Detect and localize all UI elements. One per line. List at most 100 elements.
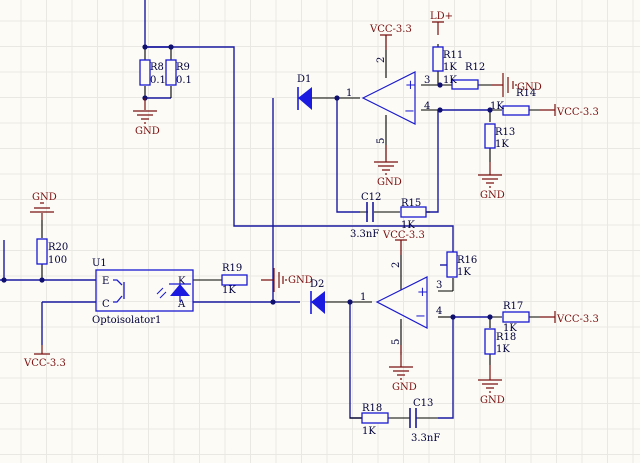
resistor-r8[interactable]: R8 0.1 <box>139 59 166 86</box>
u1-pin-e: E <box>102 276 109 287</box>
vcc-symbol-r17: VCC-3.3 <box>540 311 599 325</box>
opamp-top-pin2: 2 <box>376 57 387 63</box>
vcc-symbol-r14: VCC-3.3 <box>540 104 599 118</box>
r18a-ref: R18 <box>496 332 516 343</box>
power-symbols: GND GND VCC-3.3 VCC-3.3 GND LD+ <box>23 11 599 406</box>
led-icon <box>170 284 190 296</box>
r12-value: 1K <box>443 75 457 86</box>
resistor-r17[interactable]: R17 1K <box>502 301 530 334</box>
resistor-r18-gnd[interactable]: R18 1K <box>484 328 516 355</box>
r11-ref: R11 <box>443 50 463 61</box>
opamp-bot-pin1: 1 <box>360 292 366 303</box>
vcc-symbol-opamp-top: VCC-3.3 <box>369 24 412 50</box>
gnd-symbol-r18: GND <box>478 365 505 406</box>
opamp-top-pin1: 1 <box>346 88 352 99</box>
u1-pin-a: A <box>177 299 186 310</box>
svg-text:VCC-3.3: VCC-3.3 <box>556 314 599 325</box>
gnd-symbol-r8: GND <box>133 98 160 137</box>
resistor-r13[interactable]: R13 1K <box>484 123 515 150</box>
c12-ref: C12 <box>361 192 381 203</box>
gnd-symbol-r20: GND <box>30 192 57 220</box>
wire-u-top-fb2 <box>425 110 439 213</box>
opamp-bottom[interactable]: + − 1 3 4 2 5 <box>360 262 442 345</box>
capacitor-c12[interactable]: C12 3.3nF <box>350 192 381 240</box>
r13-value: 1K <box>495 139 509 150</box>
opamp-bot-pin2: 2 <box>391 262 402 268</box>
r18b-value: 1K <box>362 426 376 437</box>
resistor-r19[interactable]: R19 1K <box>221 263 248 296</box>
wires <box>0 0 490 419</box>
vcc-symbol-opamp-bot: VCC-3.3 <box>382 230 425 255</box>
r19-value: 1K <box>222 285 236 296</box>
r14-value: 1K <box>490 101 504 112</box>
svg-text:GND: GND <box>480 190 505 201</box>
wire-u-top-fb1 <box>336 98 360 213</box>
ld-plus-symbol: LD+ <box>430 11 453 35</box>
diode-d1[interactable]: D1 <box>297 74 312 110</box>
gnd-symbol-opamp-bot: GND <box>389 345 417 393</box>
wire-u-bot-fb1 <box>349 302 362 419</box>
light-arrows-icon <box>156 287 167 299</box>
pins <box>41 35 540 419</box>
r15-value: 1K <box>401 220 415 231</box>
resistor-r20[interactable]: R20 100 <box>36 238 68 266</box>
r8-value: 0.1 <box>150 75 166 86</box>
r15-ref: R15 <box>401 198 421 209</box>
opamp-top-pin3: 3 <box>424 75 430 86</box>
gnd-symbol-r12: GND <box>492 73 542 97</box>
vcc-symbol-left: VCC-3.3 <box>23 345 66 369</box>
diode-d2[interactable]: D2 <box>310 279 325 314</box>
gnd-symbol-r19: GND <box>261 268 313 292</box>
wire-c-to-vcc <box>41 301 96 345</box>
r18a-value: 1K <box>496 344 510 355</box>
u1-pin-c: C <box>102 299 110 310</box>
r17-ref: R17 <box>503 301 523 312</box>
svg-text:GND: GND <box>392 382 417 393</box>
svg-text:VCC-3.3: VCC-3.3 <box>556 107 599 118</box>
resistor-r12[interactable]: R12 1K <box>443 62 485 90</box>
opamp-bot-pin4: 4 <box>436 306 442 317</box>
svg-text:GND: GND <box>135 126 160 137</box>
r19-ref: R19 <box>222 263 242 274</box>
resistor-r16[interactable]: R16 1K <box>446 251 477 278</box>
gnd-symbol-opamp-top: GND <box>374 145 402 188</box>
opamp-top-minus: − <box>404 104 415 119</box>
u1-name: Optoisolator1 <box>92 315 161 326</box>
d1-ref: D1 <box>297 74 311 85</box>
r8-ref: R8 <box>150 62 164 73</box>
r9-ref: R9 <box>176 62 190 73</box>
r12-ref: R12 <box>465 62 485 73</box>
gnd-symbol-r13: GND <box>478 162 505 201</box>
resistor-r18-fb[interactable]: R18 1K <box>361 403 389 437</box>
resistor-r14[interactable]: R14 1K <box>490 88 536 116</box>
capacitor-c13[interactable]: C13 3.3nF <box>409 398 440 444</box>
r9-value: 0.1 <box>176 75 192 86</box>
c12-value: 3.3nF <box>350 229 379 240</box>
opamp-top-plus: + <box>405 78 416 93</box>
resistor-r15[interactable]: R15 1K <box>400 198 427 231</box>
opamp-bot-pin3: 3 <box>436 280 442 291</box>
svg-text:VCC-3.3: VCC-3.3 <box>382 230 425 241</box>
wire-shunt-to-r16 <box>144 0 454 265</box>
resistor-r9[interactable]: R9 0.1 <box>165 59 192 86</box>
opamp-bot-minus: − <box>415 309 426 324</box>
junctions <box>1 44 493 320</box>
u1-pin-k: K <box>178 276 186 287</box>
opamp-bot-pin5: 5 <box>391 339 402 345</box>
svg-text:VCC-3.3: VCC-3.3 <box>23 358 66 369</box>
r18b-ref: R18 <box>362 403 382 414</box>
r16-ref: R16 <box>457 255 477 266</box>
opamp-top-pin4: 4 <box>424 101 430 112</box>
resistor-r11[interactable]: R11 1K <box>432 46 463 73</box>
svg-text:VCC-3.3: VCC-3.3 <box>369 24 412 35</box>
c13-ref: C13 <box>413 398 433 409</box>
u1-ref: U1 <box>92 258 107 269</box>
c13-value: 3.3nF <box>411 433 440 444</box>
r20-value: 100 <box>48 255 67 266</box>
svg-text:GND: GND <box>32 192 57 203</box>
opamp-top[interactable]: + − 1 3 4 2 5 <box>346 57 430 144</box>
optoisolator-u1[interactable]: U1 Optoisolator1 E C K A <box>92 258 194 326</box>
opamp-bot-plus: + <box>417 285 428 300</box>
